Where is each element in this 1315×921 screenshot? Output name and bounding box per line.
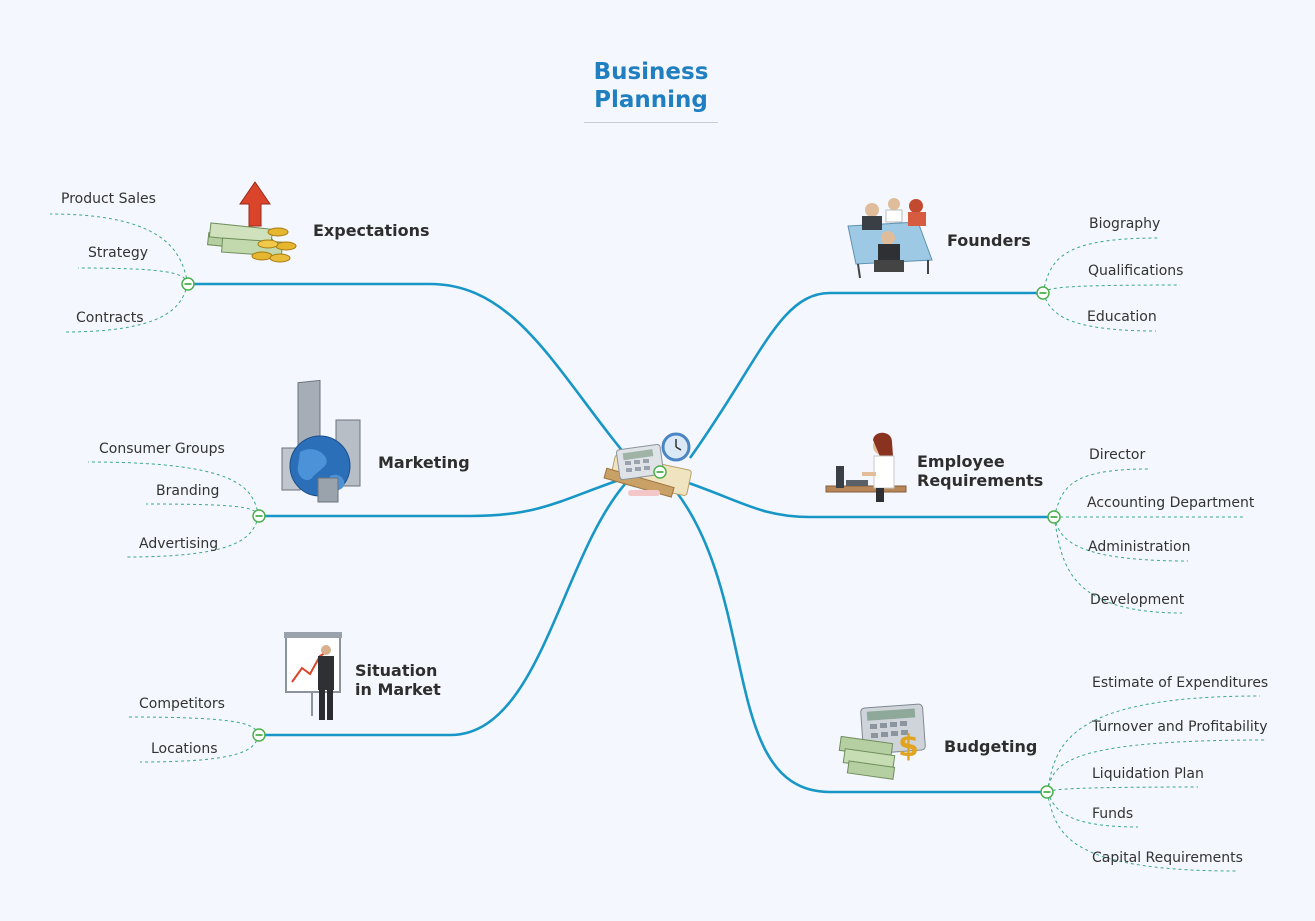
branch-line-founders — [688, 291, 1043, 459]
topic-marketing[interactable]: Marketing — [378, 453, 470, 472]
branch-line-situation — [260, 483, 626, 737]
leaf-estimate-of-expenditures[interactable]: Estimate of Expenditures — [1092, 675, 1269, 691]
leaf-director[interactable]: Director — [1089, 447, 1146, 463]
leaf-contracts[interactable]: Contracts — [76, 310, 144, 326]
collapse-toggle-situation[interactable] — [252, 728, 266, 742]
leaf-administration[interactable]: Administration — [1088, 539, 1191, 555]
leaf-consumer-groups[interactable]: Consumer Groups — [99, 441, 225, 457]
money-growth-icon — [206, 181, 297, 263]
topic-expectations[interactable]: Expectations — [313, 221, 430, 240]
branch-line-marketing — [260, 476, 626, 518]
collapse-toggle-budgeting[interactable] — [1040, 785, 1054, 799]
leaf-liquidation-plan[interactable]: Liquidation Plan — [1092, 766, 1204, 782]
collapse-toggle-center[interactable] — [653, 465, 667, 479]
leaf-capital-requirements[interactable]: Capital Requirements — [1092, 850, 1243, 866]
leaf-turnover-and-profitability[interactable]: Turnover and Profitability — [1092, 719, 1268, 735]
leaf-locations[interactable]: Locations — [151, 741, 218, 757]
collapse-toggle-founders[interactable] — [1036, 286, 1050, 300]
topic-situation-in-market[interactable]: Situation in Market — [355, 661, 441, 699]
calculator-money-icon: $ — [838, 703, 926, 780]
branch-line-expectations — [190, 282, 641, 473]
title-underline — [584, 122, 718, 123]
svg-text:$: $ — [898, 729, 919, 764]
collapse-toggle-employee[interactable] — [1047, 510, 1061, 524]
topic-budgeting[interactable]: Budgeting — [944, 737, 1038, 756]
leaf-branding[interactable]: Branding — [156, 483, 220, 499]
branch-line-budgeting — [673, 489, 1047, 794]
leaf-accounting-department[interactable]: Accounting Department — [1087, 495, 1255, 511]
leaf-advertising[interactable]: Advertising — [139, 536, 219, 552]
calculator-clock-icon — [603, 432, 692, 498]
leaf-product-sales[interactable]: Product Sales — [61, 191, 156, 207]
collapse-toggle-expectations[interactable] — [181, 277, 195, 291]
office-worker-icon — [825, 432, 907, 502]
globe-buildings-icon — [281, 379, 361, 503]
topic-employee-requirements[interactable]: Employee Requirements — [917, 452, 1044, 490]
leaf-funds[interactable]: Funds — [1092, 806, 1134, 822]
collapse-toggle-marketing[interactable] — [252, 509, 266, 523]
presentation-icon — [284, 632, 342, 720]
leaf-biography[interactable]: Biography — [1089, 216, 1161, 232]
branch-line-employee — [679, 478, 1054, 519]
meeting-icon — [847, 198, 933, 279]
leaf-qualifications[interactable]: Qualifications — [1088, 263, 1184, 279]
topic-founders[interactable]: Founders — [947, 231, 1031, 250]
map-title[interactable]: Business Planning — [593, 59, 709, 113]
leaf-education[interactable]: Education — [1087, 309, 1157, 325]
leaf-competitors[interactable]: Competitors — [139, 696, 225, 712]
leaf-development[interactable]: Development — [1090, 592, 1185, 608]
leaf-strategy[interactable]: Strategy — [88, 245, 148, 261]
